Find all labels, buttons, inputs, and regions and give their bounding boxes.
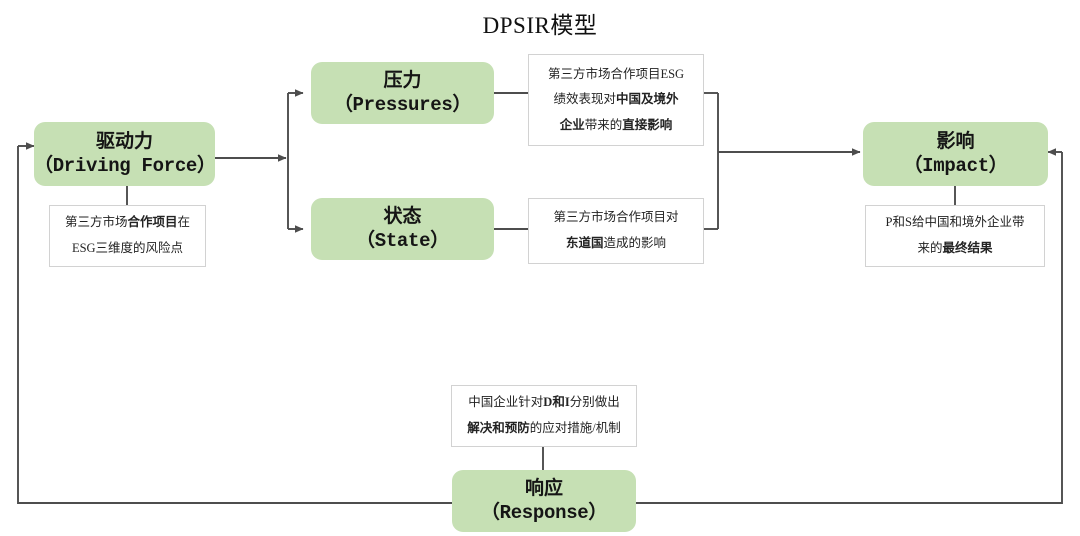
node-driving-force[interactable]: 驱动力 （Driving Force） <box>34 122 216 186</box>
note-response: 中国企业针对D和I分别做出解决和预防的应对措施/机制 <box>451 385 637 447</box>
node-state-en: （State） <box>356 229 449 252</box>
note-line: 第三方市场合作项目ESG <box>547 66 685 81</box>
note-line: 企业带来的直接影响 <box>559 117 673 132</box>
note-line: ESG三维度的风险点 <box>71 241 184 255</box>
note-line: 东道国造成的影响 <box>565 236 667 250</box>
node-pressures-en: （Pressures） <box>333 93 472 116</box>
note-driving-force: 第三方市场合作项目在 ESG三维度的风险点 <box>49 205 206 267</box>
node-response-en: （Response） <box>480 501 608 524</box>
node-impact-en: （Impact） <box>903 154 1008 177</box>
node-impact-cn: 影响 <box>936 131 975 153</box>
note-line: P和S给中国和境外企业带 <box>885 215 1025 230</box>
node-impact[interactable]: 影响 （Impact） <box>863 122 1048 186</box>
note-line: 绩效表现对中国及境外 <box>553 92 679 107</box>
note-pressures: 第三方市场合作项目ESG 绩效表现对中国及境外企业带来的直接影响 <box>528 54 704 146</box>
node-driving-force-cn: 驱动力 <box>95 131 153 153</box>
note-line: 中国企业针对D和I分别做出 <box>468 395 620 410</box>
note-line: 来的最终结果 <box>917 241 993 255</box>
note-line: 第三方市场合作项目对 <box>553 210 679 225</box>
note-state: 第三方市场合作项目对东道国造成的影响 <box>528 198 704 264</box>
note-line: 解决和预防的应对措施/机制 <box>467 421 621 435</box>
note-line: 第三方市场合作项目在 <box>64 215 191 230</box>
node-pressures[interactable]: 压力 （Pressures） <box>311 62 494 124</box>
node-state[interactable]: 状态 （State） <box>311 198 494 260</box>
node-response-cn: 响应 <box>524 478 563 500</box>
node-state-cn: 状态 <box>383 206 422 228</box>
node-driving-force-en: （Driving Force） <box>34 154 216 177</box>
page-title: DPSIR模型 <box>482 13 598 38</box>
note-impact: P和S给中国和境外企业带来的最终结果 <box>865 205 1045 267</box>
node-response[interactable]: 响应 （Response） <box>452 470 636 532</box>
node-pressures-cn: 压力 <box>383 70 422 92</box>
